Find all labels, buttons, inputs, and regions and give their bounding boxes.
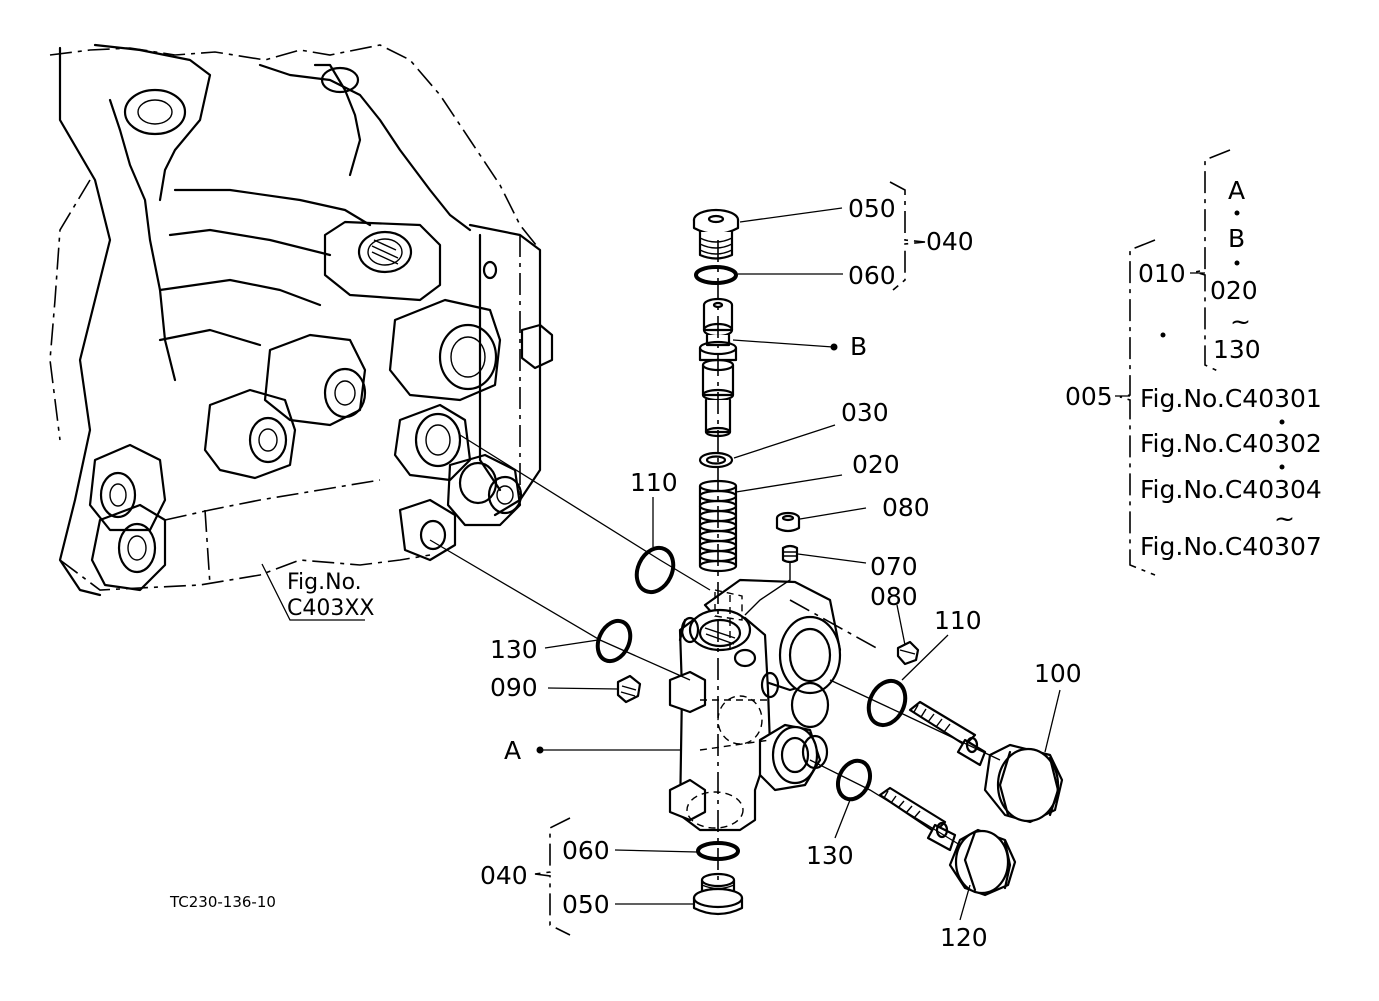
legend-fig-3: Fig.No.C40304 <box>1140 475 1322 504</box>
callout-b: B <box>850 332 867 361</box>
o-ring-130-right <box>835 758 873 802</box>
callout-040-top: 040 <box>926 227 974 256</box>
callout-020: 020 <box>852 450 900 479</box>
callout-labels: 050 060 040 B 030 020 080 070 080 110 11… <box>480 194 1082 952</box>
fig-ref-line2: C403XX <box>287 596 375 621</box>
o-ring-110-left <box>634 545 676 595</box>
legend-fig-1: Fig.No.C40301 <box>1140 384 1322 413</box>
set-screw-070 <box>744 544 799 616</box>
legend-tilde-2: ~ <box>1274 504 1295 533</box>
legend-020: 020 <box>1210 276 1258 305</box>
callout-070: 070 <box>870 552 918 581</box>
drawing-code: TC230-136-10 <box>169 893 276 911</box>
plug-080-lower <box>896 640 920 666</box>
legend-b: B <box>1228 224 1245 253</box>
o-ring-110-right <box>866 678 908 728</box>
callout-090: 090 <box>490 673 538 702</box>
legend-005: 005 <box>1065 382 1113 411</box>
callout-050-bottom: 050 <box>562 890 610 919</box>
callout-040-bottom: 040 <box>480 861 528 890</box>
leader-lines <box>534 181 1061 936</box>
washer-030 <box>698 451 734 469</box>
assembly-legend: A B 010 020 ~ 130 005 Fig.No.C40301 Fig.… <box>1065 149 1322 576</box>
callout-050-top: 050 <box>848 194 896 223</box>
callout-080-upper: 080 <box>882 493 930 522</box>
legend-a: A <box>1228 176 1245 205</box>
transmission-housing <box>49 43 554 597</box>
o-ring-060-top <box>694 265 738 285</box>
fig-ref-line1: Fig.No. <box>287 570 362 595</box>
screw-090 <box>616 674 642 704</box>
plug-050-bottom <box>692 872 744 916</box>
callout-030: 030 <box>841 398 889 427</box>
callout-130-bottom: 130 <box>806 841 854 870</box>
banjo-bolt-120 <box>878 786 1017 897</box>
plug-080-upper <box>775 511 801 533</box>
legend-fig-4: Fig.No.C40307 <box>1140 532 1322 561</box>
legend-010: 010 <box>1138 259 1186 288</box>
housing-figure-reference: Fig.No. C403XX <box>261 563 375 621</box>
callout-080-lower: 080 <box>870 582 918 611</box>
banjo-bolt-100 <box>908 700 1064 824</box>
plug-050-top <box>692 208 740 260</box>
callout-110-right: 110 <box>934 606 982 635</box>
legend-fig-2: Fig.No.C40302 <box>1140 429 1322 458</box>
callout-120: 120 <box>940 923 988 952</box>
callout-a: A <box>504 736 521 765</box>
callout-060-bottom: 060 <box>562 836 610 865</box>
callout-060-top: 060 <box>848 261 896 290</box>
callout-130-left: 130 <box>490 635 538 664</box>
callout-100: 100 <box>1034 659 1082 688</box>
assembly-centerlines <box>429 240 1001 880</box>
valve-body <box>668 578 842 832</box>
legend-tilde-1: ~ <box>1230 307 1251 336</box>
o-ring-130-left <box>595 618 633 664</box>
legend-130: 130 <box>1213 335 1261 364</box>
callout-110-left: 110 <box>630 468 678 497</box>
